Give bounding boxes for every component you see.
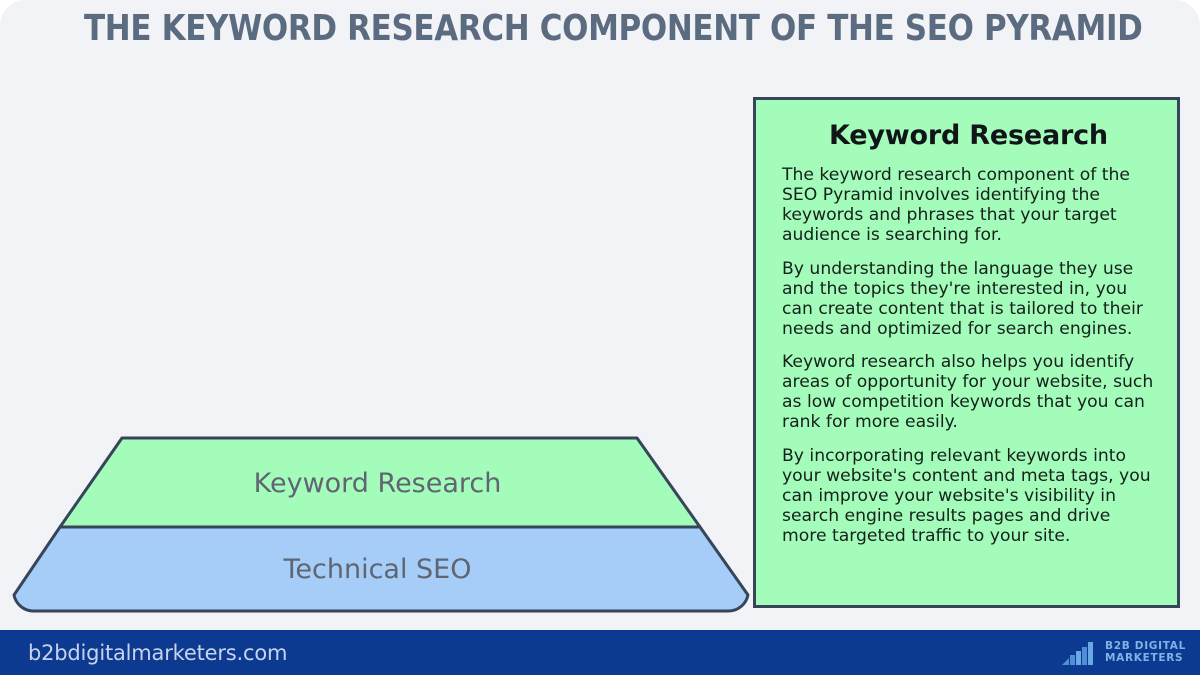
pyramid-label-technical-seo: Technical SEO — [283, 554, 472, 585]
brand-logo-text: B2B DIGITAL MARKETERS — [1105, 640, 1186, 664]
brand-logo-line-2: MARKETERS — [1105, 651, 1184, 664]
footer-bar: b2bdigitalmarketers.com B2B DIGITAL MARK… — [0, 630, 1200, 675]
pyramid-label-keyword-research: Keyword Research — [253, 468, 502, 499]
info-panel: Keyword Research The keyword research co… — [753, 97, 1180, 608]
ascending-bars-icon — [1062, 641, 1094, 665]
info-panel-paragraph: By understanding the language they use a… — [782, 258, 1143, 339]
info-panel-paragraph: Keyword research also helps you identify… — [782, 352, 1154, 433]
info-panel-heading: Keyword Research — [829, 120, 1108, 151]
seo-pyramid-diagram — [12, 436, 750, 613]
brand-logo[interactable]: B2B DIGITAL MARKETERS — [1062, 640, 1186, 665]
footer-website-url[interactable]: b2bdigitalmarketers.com — [28, 640, 288, 665]
info-panel-paragraph: By incorporating relevant keywords into … — [782, 445, 1151, 547]
pyramid-layer-technical-seo[interactable] — [12, 525, 750, 613]
brand-logo-line-1: B2B DIGITAL — [1105, 640, 1186, 653]
info-panel-paragraph: The keyword research component of the SE… — [782, 165, 1130, 246]
page-title: THE KEYWORD RESEARCH COMPONENT OF THE SE… — [84, 8, 1143, 49]
